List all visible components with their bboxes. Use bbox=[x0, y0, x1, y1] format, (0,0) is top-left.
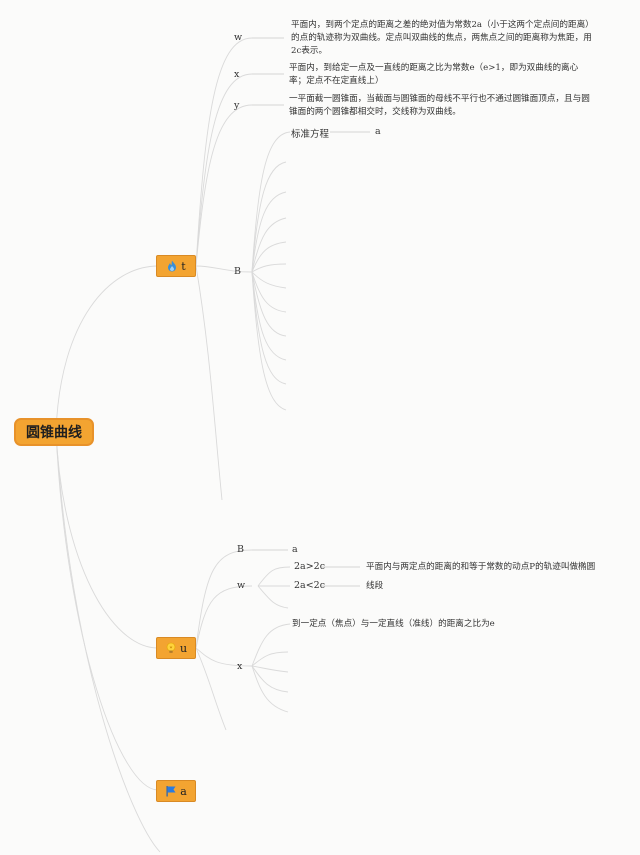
node-label-w[interactable]: w bbox=[237, 580, 246, 591]
branch-node-a[interactable]: a bbox=[156, 780, 196, 802]
condition-2a-gt-2c[interactable]: 2a>2c bbox=[294, 561, 326, 572]
condition-2a-lt-2c[interactable]: 2a<2c bbox=[294, 580, 326, 591]
condition-result-segment: 线段 bbox=[366, 581, 384, 591]
condition-result-ellipse: 平面内与两定点的距离的和等于常数的动点P的轨迹叫做椭圆 bbox=[366, 562, 596, 572]
link-t-y bbox=[195, 104, 253, 267]
link-u-w bbox=[195, 585, 253, 649]
link-t-extra1 bbox=[195, 265, 223, 501]
node-label-w[interactable]: w bbox=[234, 32, 243, 43]
branch-node-u[interactable]: u bbox=[156, 637, 196, 659]
branch-label: a bbox=[180, 784, 187, 798]
link-t-w bbox=[195, 37, 253, 267]
link-t-x bbox=[195, 73, 253, 267]
link-u-B bbox=[195, 549, 253, 649]
definition-text-3: 一平面截一圆锥面，当截面与圆锥面的母线不平行也不通过圆锥面顶点，且与圆锥面的两个… bbox=[289, 94, 590, 117]
standard-equation-value[interactable]: a bbox=[375, 126, 381, 137]
root-title: 圆锥曲线 bbox=[26, 425, 82, 441]
link-root-branch-u bbox=[55, 431, 159, 649]
branch-label: u bbox=[179, 641, 188, 655]
fire-icon bbox=[166, 260, 178, 272]
root-node[interactable]: 圆锥曲线 bbox=[14, 418, 94, 446]
link-root-extra bbox=[55, 431, 161, 853]
node-value-a[interactable]: a bbox=[292, 544, 298, 555]
flag-icon bbox=[165, 785, 177, 797]
standard-equation-label[interactable]: 标准方程 bbox=[291, 129, 330, 140]
node-label-B[interactable]: B bbox=[237, 544, 244, 555]
lightbulb-icon bbox=[165, 642, 177, 654]
link-B-std bbox=[251, 131, 291, 273]
node-label-y[interactable]: y bbox=[234, 100, 240, 111]
definition-text-1: 平面内，到两个定点的距离之差的绝对值为常数2a（小于这两个定点间的距离）的点的轨… bbox=[291, 20, 594, 56]
eccentricity-definition: 到一定点（焦点）与一定直线（准线）的距离之比为e bbox=[292, 619, 495, 629]
link-u-x bbox=[195, 647, 253, 667]
node-label-x[interactable]: x bbox=[234, 69, 240, 80]
branch-node-t[interactable]: t bbox=[156, 255, 196, 277]
node-label-B[interactable]: B bbox=[234, 266, 241, 277]
link-t-B bbox=[195, 265, 253, 273]
link-root-branch-a bbox=[55, 431, 159, 791]
link-root-branch-t bbox=[55, 265, 159, 433]
link-w-2a2c-gt bbox=[257, 566, 291, 587]
branch-label: t bbox=[181, 259, 186, 273]
definition-text-2: 平面内，到给定一点及一直线的距离之比为常数e（e>1，即为双曲线的离心率；定点不… bbox=[289, 63, 579, 86]
node-label-x[interactable]: x bbox=[237, 661, 243, 672]
